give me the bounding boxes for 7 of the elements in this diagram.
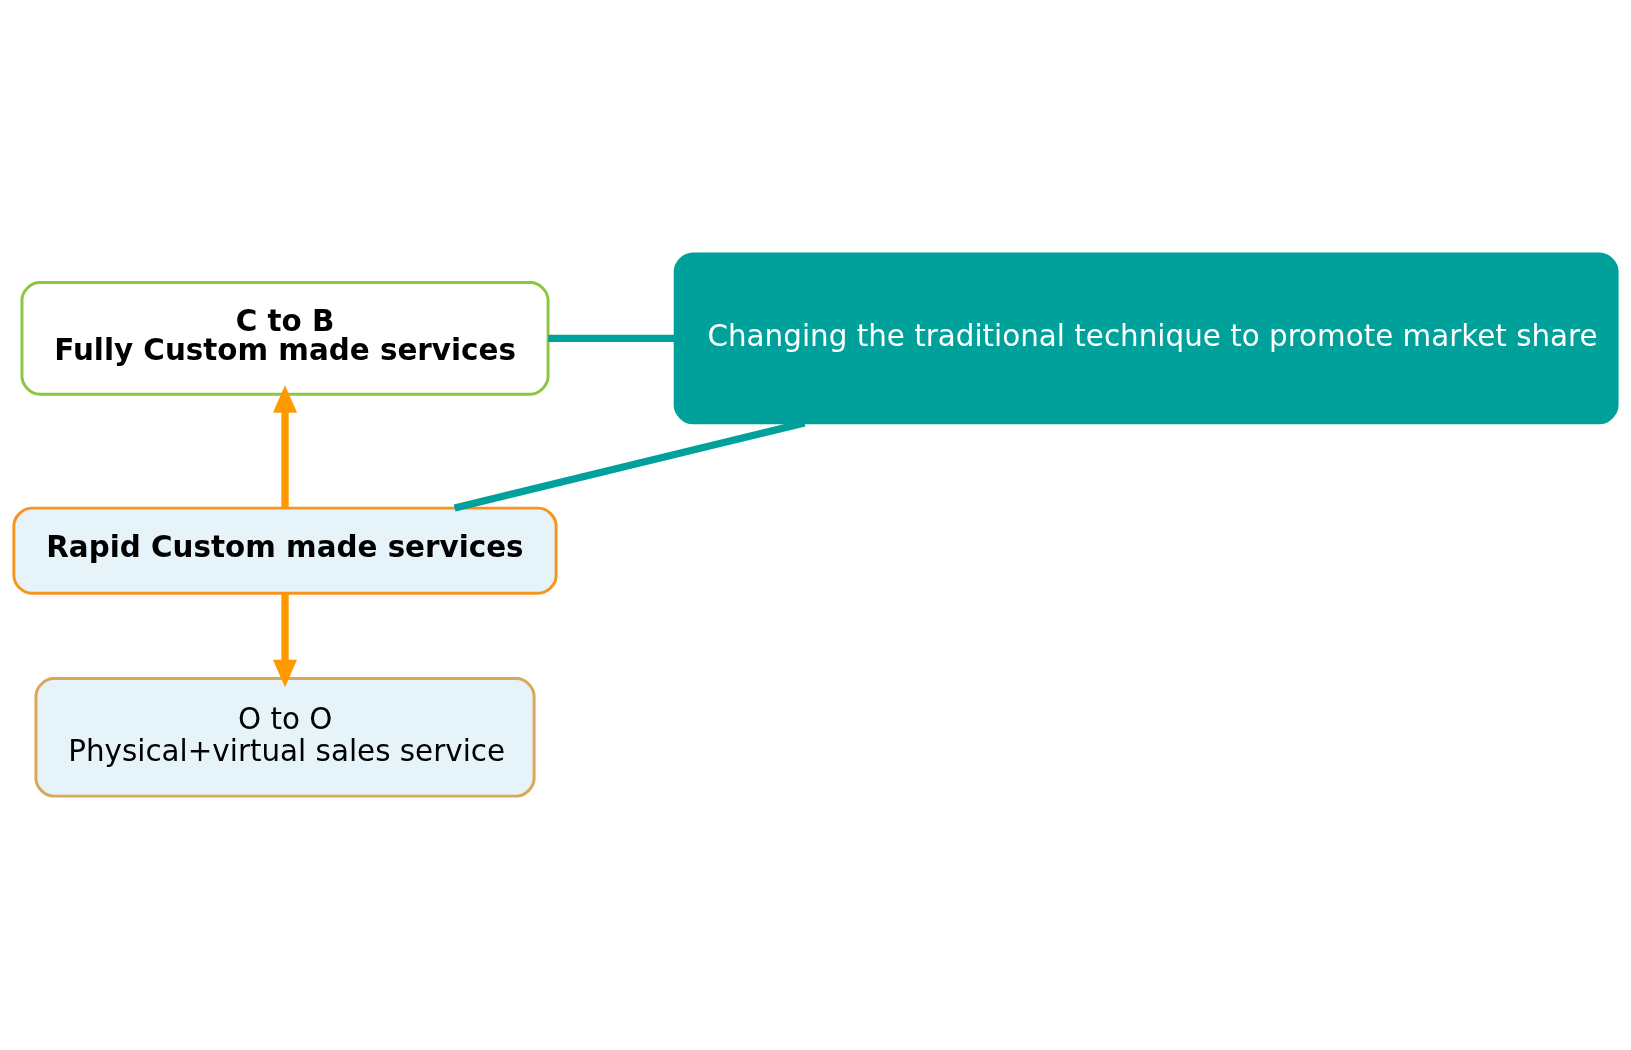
node-box: Rapid Custom made services (12, 506, 558, 595)
arrow (272, 593, 298, 688)
node-box: O to O Physical+virtual sales service (34, 677, 536, 798)
node-box: C to B Fully Custom made services (20, 281, 550, 396)
arrow (272, 385, 298, 508)
node-box: Changing the traditional technique to promote market share (673, 252, 1619, 425)
connector (548, 334, 675, 343)
